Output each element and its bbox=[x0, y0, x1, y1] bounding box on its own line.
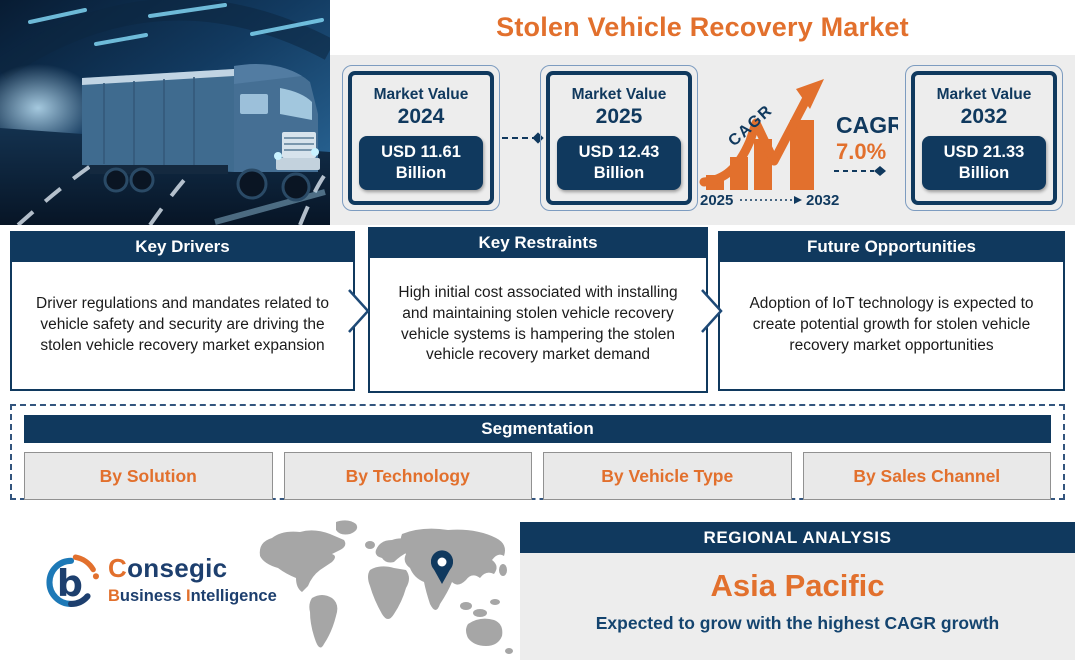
key-restraints-text: High initial cost associated with instal… bbox=[368, 258, 708, 393]
cagr-value: 7.0% bbox=[836, 139, 886, 164]
market-value-year: 2025 bbox=[595, 105, 643, 129]
future-opportunities-text: Adoption of IoT technology is expected t… bbox=[718, 262, 1065, 391]
arrow-right-icon bbox=[348, 289, 370, 333]
cagr-start-year: 2025 bbox=[700, 192, 733, 209]
arrow-right-icon bbox=[701, 289, 723, 333]
segmentation-section: Segmentation By Solution By Technology B… bbox=[10, 404, 1065, 500]
world-map bbox=[259, 520, 513, 654]
brand-tagline: Business Intelligence bbox=[108, 586, 277, 605]
regional-analysis-title: REGIONAL ANALYSIS bbox=[520, 522, 1075, 553]
future-opportunities-box: Future Opportunities Adoption of IoT tec… bbox=[718, 231, 1065, 391]
brand-logo: b Consegic Business Intelligence bbox=[36, 540, 277, 618]
market-value-card-2032: Market Value 2032 USD 21.33 Billion bbox=[905, 65, 1063, 211]
market-value-amount: USD 12.43 Billion bbox=[557, 136, 681, 190]
market-value-amount: USD 21.33 Billion bbox=[922, 136, 1046, 190]
dashed-connector-icon bbox=[502, 132, 544, 144]
key-restraints-box: Key Restraints High initial cost associa… bbox=[368, 227, 708, 393]
brand-name: Consegic bbox=[108, 552, 228, 583]
cagr-label: CAGR bbox=[836, 112, 898, 138]
market-value-year: 2024 bbox=[397, 105, 445, 129]
segment-by-sales-channel: By Sales Channel bbox=[802, 452, 1051, 500]
market-value-amount: USD 11.61 Billion bbox=[359, 136, 483, 190]
market-value-label: Market Value bbox=[936, 86, 1032, 104]
truck-tunnel-illustration bbox=[0, 0, 330, 225]
key-restraints-title: Key Restraints bbox=[368, 227, 708, 258]
segment-by-technology: By Technology bbox=[283, 452, 532, 500]
future-opportunities-title: Future Opportunities bbox=[718, 231, 1065, 262]
market-metrics-panel: Market Value 2024 USD 11.61 Billion Mark… bbox=[330, 55, 1075, 225]
segment-by-vehicle-type: By Vehicle Type bbox=[543, 452, 792, 500]
brand-logo-mark-icon: b bbox=[46, 554, 99, 607]
truck-photo bbox=[0, 0, 330, 225]
segmentation-title: Segmentation bbox=[24, 415, 1051, 443]
cagr-growth-chart: CAGR CAGR 7.0% 2025 2032 bbox=[699, 79, 898, 209]
market-value-card-2024: Market Value 2024 USD 11.61 Billion bbox=[342, 65, 500, 211]
cagr-end-year: 2032 bbox=[806, 192, 839, 209]
location-pin-icon bbox=[431, 550, 453, 584]
svg-text:b: b bbox=[57, 562, 83, 605]
key-drivers-title: Key Drivers bbox=[10, 231, 355, 262]
market-value-year: 2032 bbox=[960, 105, 1008, 129]
market-value-card-2025: Market Value 2025 USD 12.43 Billion bbox=[540, 65, 698, 211]
market-value-label: Market Value bbox=[571, 86, 667, 104]
key-drivers-text: Driver regulations and mandates related … bbox=[10, 262, 355, 391]
market-value-label: Market Value bbox=[373, 86, 469, 104]
regional-subtitle: Expected to grow with the highest CAGR g… bbox=[595, 613, 1000, 633]
page-title: Stolen Vehicle Recovery Market bbox=[496, 12, 909, 42]
regional-analysis-section: REGIONAL ANALYSIS Asia Pacific Expected … bbox=[520, 522, 1075, 660]
segment-by-solution: By Solution bbox=[24, 452, 273, 500]
regional-region-name: Asia Pacific bbox=[710, 568, 885, 603]
key-drivers-box: Key Drivers Driver regulations and manda… bbox=[10, 231, 355, 391]
